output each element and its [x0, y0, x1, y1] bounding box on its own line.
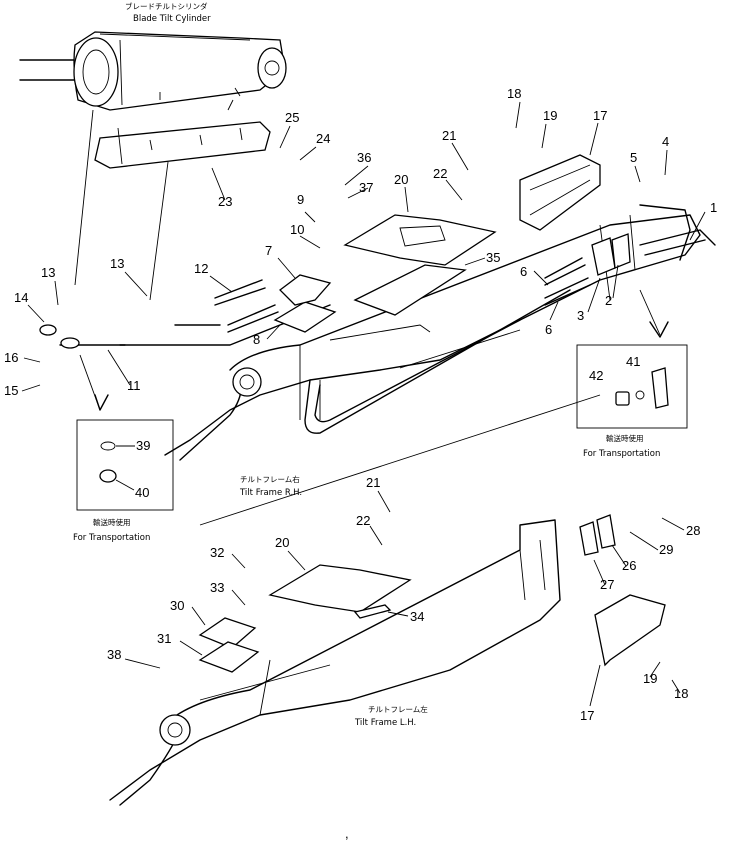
inset-left-box: [76, 419, 174, 511]
callout-39: 39: [136, 438, 150, 453]
callout-41: 41: [626, 354, 640, 369]
callout-14: 14: [14, 290, 28, 305]
transport-right-en: For Transportation: [583, 449, 660, 459]
tilt-frame-lh: [109, 519, 561, 806]
part-20-plate-lower: [268, 564, 412, 613]
callout-12: 12: [194, 261, 208, 276]
callout-40: 40: [135, 485, 149, 500]
callout-8: 8: [253, 332, 260, 347]
transport-left-jp: 輸送時使用: [93, 517, 131, 527]
callout-31: 31: [157, 631, 171, 646]
callout-42: 42: [589, 368, 603, 383]
callout-32: 32: [210, 545, 224, 560]
callout-3: 3: [577, 308, 584, 323]
callout-24: 24: [316, 131, 330, 146]
part-39-ring: [100, 441, 116, 451]
callout-17-lower: 17: [580, 708, 594, 723]
callout-4: 4: [662, 134, 669, 149]
part-42-cap: [615, 391, 630, 406]
callout-29: 29: [659, 542, 673, 557]
callout-17-upper: 17: [593, 108, 607, 123]
callout-10: 10: [290, 222, 304, 237]
callout-15: 15: [4, 383, 18, 398]
callout-20-lower: 20: [275, 535, 289, 550]
page-mark: ,: [345, 826, 349, 841]
callout-22-upper: 22: [433, 166, 447, 181]
inset-right-box: [576, 344, 688, 429]
callout-9: 9: [297, 192, 304, 207]
part-27-plate: [579, 521, 599, 556]
callout-13b: 13: [110, 256, 124, 271]
callout-20-upper: 20: [394, 172, 408, 187]
part-30-cover: [198, 617, 257, 649]
callout-21-upper: 21: [442, 128, 456, 143]
callout-1: 1: [710, 200, 717, 215]
callout-23: 23: [218, 194, 232, 209]
callout-18-lower: 18: [674, 686, 688, 701]
callout-19-upper: 19: [543, 108, 557, 123]
callout-25: 25: [285, 110, 299, 125]
callout-28: 28: [686, 523, 700, 538]
part-17-guard-lower: [594, 594, 666, 667]
callout-6b: 6: [545, 322, 552, 337]
part-41-ring: [635, 390, 645, 400]
callouts: 1 2 3 4 5 6 6 7 8 9 10 11 12 13 13 14 15…: [4, 86, 717, 723]
callout-34: 34: [410, 609, 424, 624]
callout-11: 11: [127, 378, 141, 393]
callout-26: 26: [622, 558, 636, 573]
callout-19-lower: 19: [643, 671, 657, 686]
part-26-plate: [596, 514, 616, 549]
callout-21-lower: 21: [366, 475, 380, 490]
part-17-guard-upper: [519, 154, 601, 231]
part-40-plug: [99, 469, 117, 483]
callout-6a: 6: [520, 264, 527, 279]
part-7-block: [279, 274, 332, 306]
callout-35: 35: [486, 250, 500, 265]
callout-5: 5: [630, 150, 637, 165]
callout-37: 37: [359, 180, 373, 195]
callout-16: 16: [4, 350, 18, 365]
frame-rh-caption-jp: チルトフレーム右: [240, 474, 300, 484]
callout-36: 36: [357, 150, 371, 165]
blade-caption-en: Blade Tilt Cylinder: [133, 14, 211, 24]
blade-tilt-cylinder: [19, 31, 287, 111]
part-20-plate-upper: [343, 214, 497, 266]
part-12-bolt: [214, 279, 266, 306]
callout-38: 38: [107, 647, 121, 662]
callout-33: 33: [210, 580, 224, 595]
frame-rh-caption-en: Tilt Frame R.H.: [239, 488, 302, 498]
callout-18-upper: 18: [507, 86, 521, 101]
frame-lh-caption-en: Tilt Frame L.H.: [354, 718, 416, 728]
callout-22-lower: 22: [356, 513, 370, 528]
callout-7: 7: [265, 243, 272, 258]
blade-caption-jp: ブレードチルトシリンダ: [125, 1, 208, 11]
leader-lines: [21, 101, 706, 707]
callout-30: 30: [170, 598, 184, 613]
part-8-gasket: [273, 301, 337, 333]
part-35-plate: [353, 264, 467, 316]
part-34-strip: [353, 604, 392, 619]
callout-2: 2: [605, 293, 612, 308]
transport-left-en: For Transportation: [73, 533, 150, 543]
transport-right-jp: 輸送時使用: [606, 433, 644, 443]
frame-lh-caption-jp: チルトフレーム左: [368, 704, 428, 714]
callout-13a: 13: [41, 265, 55, 280]
part-31-gasket: [198, 641, 260, 673]
part-23-cover: [94, 121, 271, 169]
